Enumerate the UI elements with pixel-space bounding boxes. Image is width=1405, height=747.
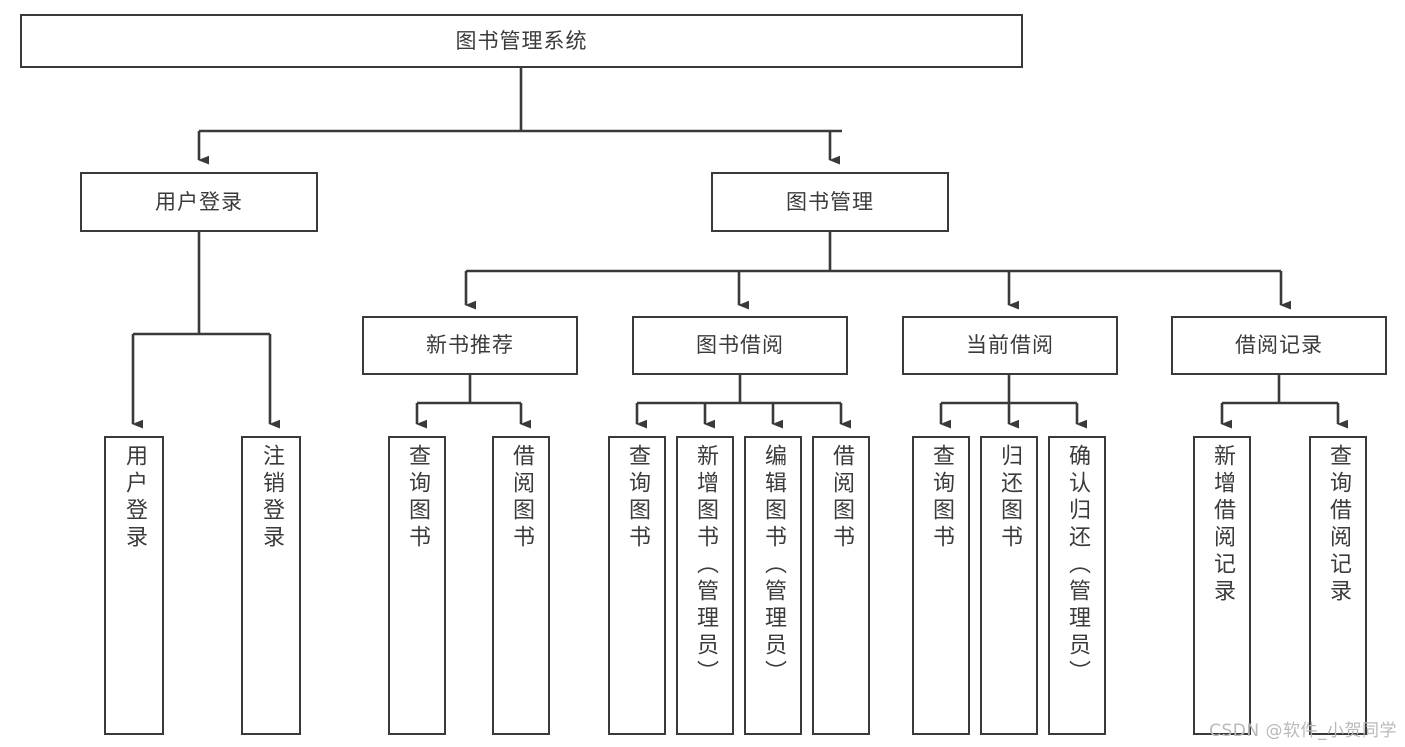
node-current-borrow[interactable]: 当前借阅 <box>902 316 1118 375</box>
leaf-confirm-return-admin[interactable]: 确认归还（管理员） <box>1048 436 1106 735</box>
node-label: 用户登录 <box>155 189 243 214</box>
node-label: 用户登录 <box>122 444 147 552</box>
node-book-borrow[interactable]: 图书借阅 <box>632 316 848 375</box>
leaf-query-books-borrow[interactable]: 查询图书 <box>608 436 666 735</box>
node-label: 查询图书 <box>625 444 650 552</box>
node-label: 新书推荐 <box>426 333 514 358</box>
leaf-edit-book-admin[interactable]: 编辑图书（管理员） <box>744 436 802 735</box>
leaf-query-books-recommend[interactable]: 查询图书 <box>388 436 446 735</box>
node-label: 查询图书 <box>929 444 954 552</box>
node-label: 查询借阅记录 <box>1326 444 1351 606</box>
leaf-logout[interactable]: 注销登录 <box>241 436 301 735</box>
node-label: 查询图书 <box>405 444 430 552</box>
node-label: 借阅图书 <box>829 444 854 552</box>
node-root-book-management-system[interactable]: 图书管理系统 <box>20 14 1023 68</box>
node-label: 确认归还（管理员） <box>1065 444 1090 687</box>
node-borrow-records[interactable]: 借阅记录 <box>1171 316 1387 375</box>
node-label: 图书管理系统 <box>455 28 588 53</box>
node-label: 编辑图书（管理员） <box>761 444 786 687</box>
leaf-return-books[interactable]: 归还图书 <box>980 436 1038 735</box>
leaf-borrow-books-recommend[interactable]: 借阅图书 <box>492 436 550 735</box>
leaf-query-borrow-record[interactable]: 查询借阅记录 <box>1309 436 1367 735</box>
node-label: 注销登录 <box>259 444 284 552</box>
node-label: 借阅图书 <box>509 444 534 552</box>
node-book-management[interactable]: 图书管理 <box>711 172 949 232</box>
node-label: 借阅记录 <box>1235 333 1323 358</box>
node-user-login[interactable]: 用户登录 <box>80 172 318 232</box>
node-label: 归还图书 <box>997 444 1022 552</box>
node-label: 图书管理 <box>786 189 874 214</box>
node-new-book-recommend[interactable]: 新书推荐 <box>362 316 578 375</box>
leaf-add-book-admin[interactable]: 新增图书（管理员） <box>676 436 734 735</box>
node-label: 图书借阅 <box>696 333 784 358</box>
leaf-user-login[interactable]: 用户登录 <box>104 436 164 735</box>
leaf-query-books-current[interactable]: 查询图书 <box>912 436 970 735</box>
leaf-add-borrow-record[interactable]: 新增借阅记录 <box>1193 436 1251 735</box>
watermark: CSDN @软件_小贺同学 <box>1209 721 1397 741</box>
node-label: 新增图书（管理员） <box>693 444 718 687</box>
node-label: 当前借阅 <box>966 333 1054 358</box>
leaf-borrow-books[interactable]: 借阅图书 <box>812 436 870 735</box>
node-label: 新增借阅记录 <box>1210 444 1235 606</box>
